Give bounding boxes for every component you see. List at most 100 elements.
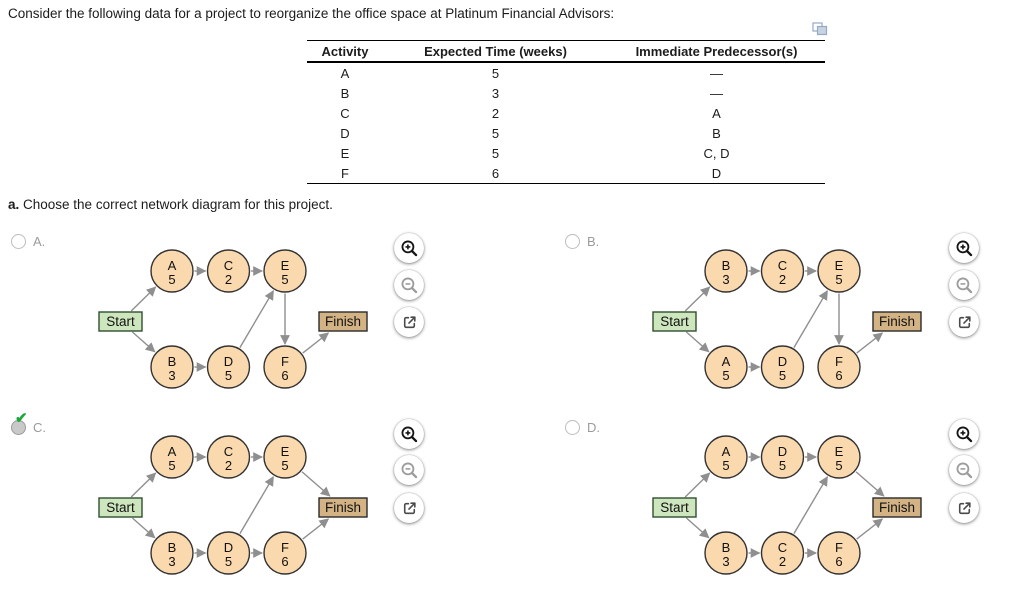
svg-text:E: E <box>281 258 290 273</box>
svg-text:D: D <box>778 444 787 459</box>
zoom-out-button[interactable] <box>394 270 424 300</box>
option-c-selector[interactable]: ✔ C. <box>11 411 46 435</box>
activity-node-d: D5 <box>206 345 251 389</box>
question-text: a. Choose the correct network diagram fo… <box>8 197 333 212</box>
table-cell: C, D <box>703 145 730 161</box>
open-in-new-icon <box>958 501 971 514</box>
svg-text:C: C <box>778 540 787 555</box>
svg-text:5: 5 <box>835 458 842 473</box>
edge-D-E <box>239 475 274 534</box>
question-prefix: a. <box>8 197 20 212</box>
svg-text:5: 5 <box>722 368 729 383</box>
svg-text:5: 5 <box>779 458 786 473</box>
svg-text:3: 3 <box>722 272 729 287</box>
start-node-start: Start <box>98 311 143 332</box>
option-d-radio[interactable] <box>565 420 580 435</box>
option-c-radio[interactable]: ✔ <box>11 411 28 435</box>
column-header-activity: Activity <box>307 40 383 63</box>
option-a-label: A. <box>33 234 46 249</box>
activity-node-f: F6 <box>263 531 307 575</box>
svg-text:B: B <box>168 354 177 369</box>
activity-node-d: D5 <box>206 531 251 575</box>
svg-text:5: 5 <box>168 458 175 473</box>
zoom-in-button[interactable] <box>394 233 424 263</box>
option-b-selector[interactable]: B. <box>565 234 599 249</box>
zoom-in-button[interactable] <box>949 419 979 449</box>
zoom-out-button[interactable] <box>949 455 979 485</box>
svg-text:Finish: Finish <box>879 500 915 515</box>
table-cell: 2 <box>491 105 500 121</box>
table-cell: A <box>340 65 350 81</box>
svg-text:6: 6 <box>281 554 288 569</box>
activity-node-b: B3 <box>704 249 748 293</box>
svg-text:6: 6 <box>835 554 842 569</box>
table-cell: E <box>340 145 350 161</box>
edge-F-Finish <box>856 518 884 540</box>
activity-node-b: B3 <box>150 345 194 389</box>
activity-node-c: C2 <box>760 249 805 293</box>
zoom-in-button[interactable] <box>394 419 424 449</box>
svg-text:D: D <box>224 354 233 369</box>
svg-text:B: B <box>168 540 177 555</box>
zoom-out-icon <box>401 277 417 293</box>
zoom-out-button[interactable] <box>394 455 424 485</box>
svg-text:B: B <box>722 540 731 555</box>
option-b-radio[interactable] <box>565 234 580 249</box>
svg-text:F: F <box>281 354 289 369</box>
svg-text:C: C <box>224 258 233 273</box>
table-cell: — <box>710 65 723 81</box>
finish-node-finish: Finish <box>318 311 368 332</box>
table-cell: D <box>711 165 722 181</box>
zoom-in-button[interactable] <box>949 233 979 263</box>
edge-Start-A <box>684 472 711 498</box>
edge-Start-A <box>130 472 157 498</box>
svg-text:Start: Start <box>660 500 689 515</box>
edge-D-E <box>239 289 274 348</box>
table-header-row: Activity Expected Time (weeks) Immediate… <box>307 40 825 63</box>
column-header-predecessors: Immediate Predecessor(s) <box>608 40 825 63</box>
svg-text:3: 3 <box>168 368 175 383</box>
option-a-selector[interactable]: A. <box>11 234 45 249</box>
open-in-new-button[interactable] <box>949 493 979 523</box>
activity-node-d: D5 <box>760 435 805 479</box>
page-title: Consider the following data for a projec… <box>8 6 615 21</box>
zoom-out-icon <box>956 462 972 478</box>
svg-text:F: F <box>281 540 289 555</box>
option-a-radio[interactable] <box>11 234 26 249</box>
column-header-expected-time: Expected Time (weeks) <box>383 40 608 63</box>
svg-text:Finish: Finish <box>325 314 361 329</box>
copy-button[interactable] <box>810 22 830 40</box>
svg-text:A: A <box>722 444 731 459</box>
open-in-new-button[interactable] <box>949 307 979 337</box>
svg-text:5: 5 <box>225 554 232 569</box>
open-in-new-icon <box>403 501 416 514</box>
svg-text:F: F <box>835 540 843 555</box>
svg-text:5: 5 <box>722 458 729 473</box>
activity-node-f: F6 <box>817 345 861 389</box>
start-node-start: Start <box>98 497 143 518</box>
start-node-start: Start <box>652 311 697 332</box>
option-d-selector[interactable]: D. <box>565 420 600 435</box>
table-cell: 6 <box>491 165 500 181</box>
open-in-new-button[interactable] <box>394 307 424 337</box>
open-in-new-button[interactable] <box>394 493 424 523</box>
table-cell: B <box>340 85 350 101</box>
zoom-in-icon <box>956 426 972 442</box>
edge-Start-B <box>131 517 156 539</box>
activity-node-e: E5 <box>817 435 861 479</box>
finish-node-finish: Finish <box>872 497 922 518</box>
svg-text:Finish: Finish <box>879 314 915 329</box>
table-cell: 3 <box>491 85 500 101</box>
svg-text:5: 5 <box>225 368 232 383</box>
activity-node-f: F6 <box>263 345 307 389</box>
svg-text:A: A <box>168 258 177 273</box>
start-node-start: Start <box>652 497 697 518</box>
zoom-out-button[interactable] <box>949 270 979 300</box>
option-d-label: D. <box>587 420 600 435</box>
